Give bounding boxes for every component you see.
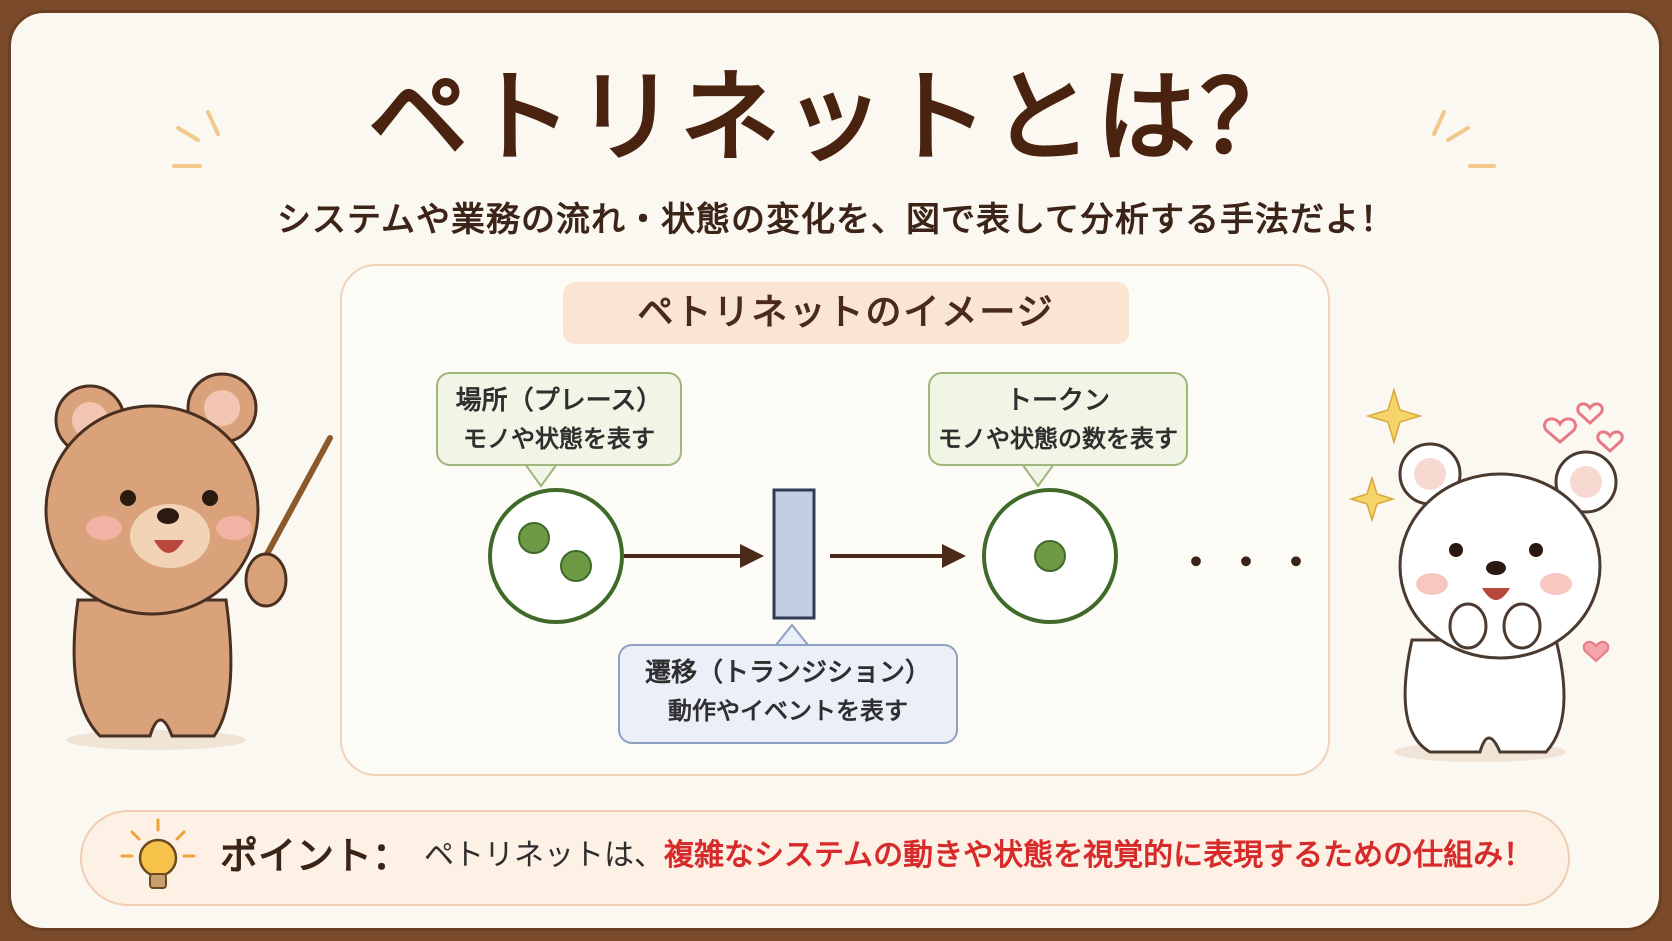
title-sparkle-left: [172, 110, 220, 168]
token-callout-title: トークン: [1005, 386, 1110, 416]
place-circle-1: [488, 488, 624, 624]
page-subtitle: システムや業務の流れ・状態の変化を、図で表して分析する手法だよ！: [277, 200, 1395, 240]
lightbulb-icon: [120, 818, 196, 889]
point-text-highlight: 複雑なシステムの動きや状態を視覚的に表現するための仕組み！: [664, 838, 1534, 873]
token-3: [1034, 540, 1066, 572]
transition-callout: 遷移（トランジション） 動作やイベントを表す: [618, 644, 958, 744]
point-text: ペトリネットは、複雑なシステムの動きや状態を視覚的に表現するための仕組み！: [424, 826, 1533, 886]
transition-callout-desc: 動作やイベントを表す: [668, 697, 908, 725]
token-2: [560, 550, 592, 582]
sparkle-star-1: [1365, 387, 1423, 445]
transition-callout-title: 遷移（トランジション）: [644, 658, 931, 688]
arrow-1-head: [740, 544, 764, 568]
panel-title: ペトリネットのイメージ: [563, 282, 1129, 344]
title-sparkle-right: [1432, 110, 1496, 168]
token-callout: トークン モノや状態の数を表す: [928, 372, 1188, 466]
white-bear-illustration: [1394, 442, 1618, 762]
place-callout-desc: モノや状態を表す: [463, 425, 655, 453]
heart-icon-3: [1596, 430, 1624, 454]
arrow-2-head: [942, 544, 966, 568]
page-title: ペトリネットとは？: [368, 59, 1304, 176]
continuation-ellipsis: ・・・: [1176, 540, 1326, 586]
point-bar: [80, 810, 1570, 906]
place-callout: 場所（プレース） モノや状態を表す: [436, 372, 682, 466]
heart-icon-1: [1543, 417, 1577, 444]
token-1: [518, 522, 550, 554]
token-callout-desc: モノや状態の数を表す: [938, 425, 1178, 453]
heart-icon-2: [1576, 402, 1604, 426]
point-label: ポイント：: [220, 834, 411, 878]
sparkle-star-2: [1348, 475, 1396, 523]
point-text-plain: ペトリネットは、: [424, 838, 664, 873]
place-callout-title: 場所（プレース）: [455, 386, 663, 416]
heart-icon-4: [1582, 640, 1610, 663]
brown-bear-illustration: [44, 372, 333, 750]
transition-bar: [772, 488, 816, 620]
